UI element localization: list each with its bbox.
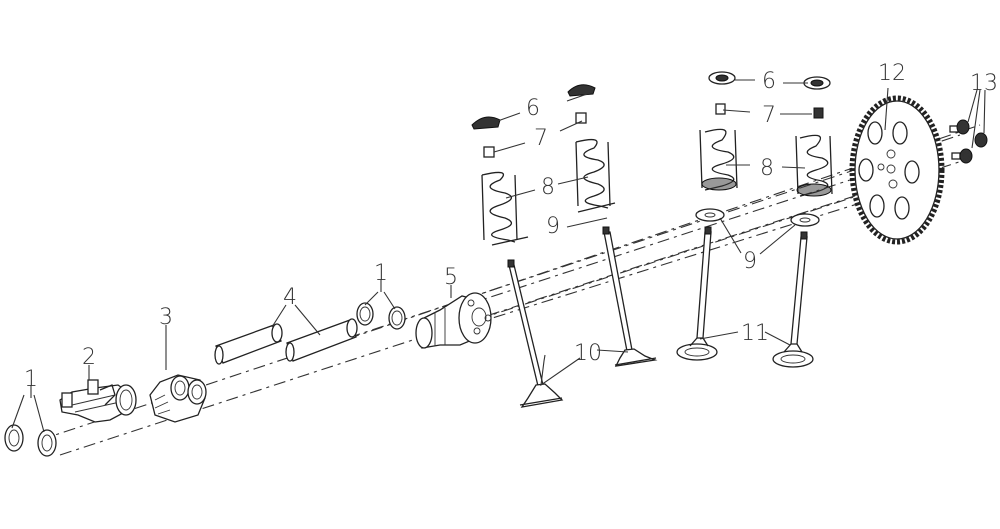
callout-7-left: 7 xyxy=(534,126,548,151)
callout-3: 3 xyxy=(159,305,173,330)
valve-cotter-7-right-b xyxy=(813,107,824,119)
valve-seat-9-right-a xyxy=(695,208,725,222)
callout-9-right: 9 xyxy=(743,249,757,274)
rocker-arm xyxy=(59,379,137,423)
callout-11: 11 xyxy=(741,321,769,346)
valve-seat-9-left-b xyxy=(577,202,616,213)
callout-12: 12 xyxy=(878,61,906,86)
callout-1: 1 xyxy=(24,367,38,392)
valve-seat-9-right-b xyxy=(790,213,820,227)
valve-cotter-7-left-b xyxy=(575,112,587,124)
valve-retainer-6-left-b xyxy=(567,84,596,97)
callout-10: 10 xyxy=(574,341,602,366)
sprocket-bolt-2 xyxy=(974,132,988,148)
callout-1-mid: 1 xyxy=(374,261,388,286)
washer-left-1 xyxy=(4,424,24,452)
valve-cotter-7-right-a xyxy=(715,103,726,115)
rocker-shaft-1 xyxy=(214,323,283,365)
washer-left-2 xyxy=(37,429,57,457)
valve-spring-8-left-a xyxy=(481,171,518,243)
cam-sprocket xyxy=(849,95,945,245)
leader-lines xyxy=(11,79,986,433)
valve-spring-8-left-b xyxy=(575,138,611,209)
exhaust-valve-11-b xyxy=(772,231,814,368)
callout-13: 13 xyxy=(970,71,998,96)
rocker-shaft-2 xyxy=(285,318,358,362)
callout-5: 5 xyxy=(444,265,458,290)
camshaft-holder xyxy=(149,374,207,423)
exhaust-valve-11-a xyxy=(676,226,718,361)
valve-cotter-7-left-a xyxy=(483,146,495,158)
valve-spring-8-right-b xyxy=(795,134,833,197)
washer-mid-2 xyxy=(388,306,406,330)
callout-7-right: 7 xyxy=(762,103,776,128)
sprocket-bolt-3 xyxy=(951,148,973,164)
valve-spring-8-right-a xyxy=(699,128,738,191)
callout-2: 2 xyxy=(82,345,96,370)
valve-seat-9-left-a xyxy=(491,236,529,246)
sprocket-bolt-1 xyxy=(949,119,970,135)
callout-4: 4 xyxy=(283,285,297,310)
callout-9-left: 9 xyxy=(546,214,560,239)
callout-labels: 1 2 3 4 1 5 6 7 8 9 6 7 8 9 10 11 12 13 xyxy=(24,61,998,392)
callout-6-right: 6 xyxy=(762,69,776,94)
camshaft xyxy=(415,292,492,349)
valve-retainer-6-left-a xyxy=(471,116,501,130)
washer-mid-1 xyxy=(356,302,374,326)
intake-valve-10-a xyxy=(507,259,564,408)
callout-6-left: 6 xyxy=(526,96,540,121)
intake-valve-10-b xyxy=(602,226,658,367)
callout-8-right: 8 xyxy=(760,156,774,181)
callout-8-left: 8 xyxy=(541,175,555,200)
valve-retainer-6-right-a xyxy=(708,71,736,85)
